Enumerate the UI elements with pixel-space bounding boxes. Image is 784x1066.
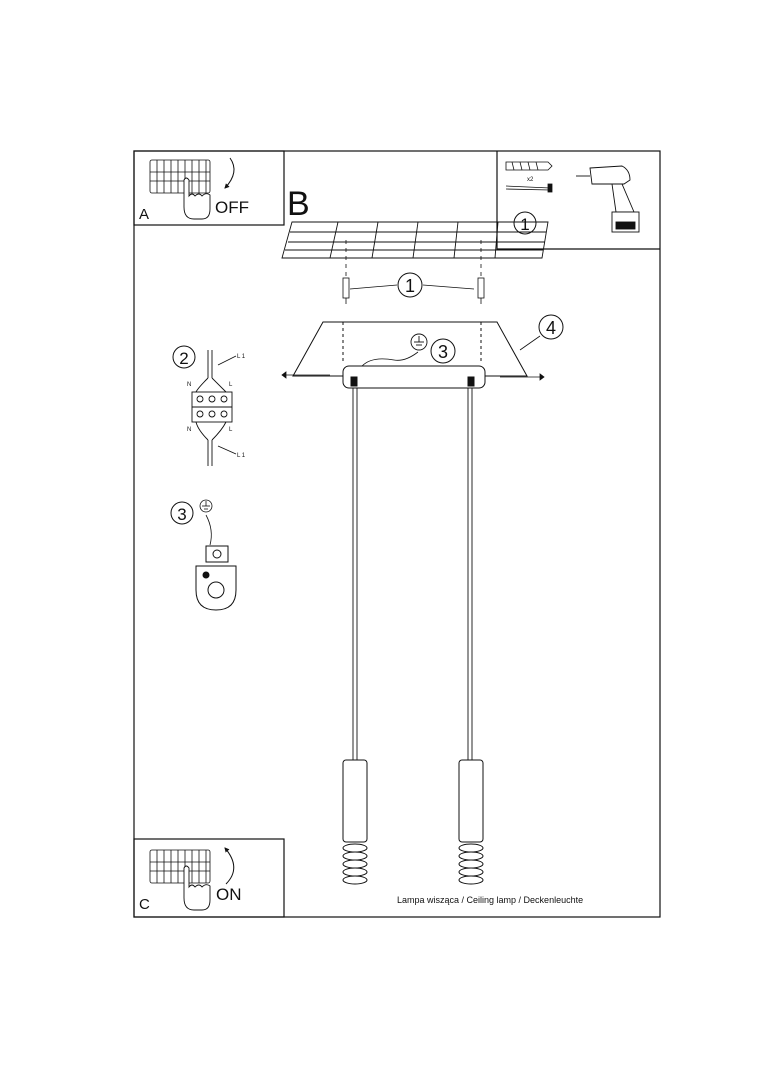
callout-4-canopy: 4 — [519, 314, 564, 351]
ground-detail: 3 — [170, 499, 237, 611]
panel-c-power-on: ON C — [133, 838, 285, 918]
screw-quantity: x2 — [527, 177, 534, 183]
suspension-cables — [352, 388, 473, 760]
callout-1-tools: 1 — [513, 211, 537, 235]
wire-label-l1-top: L 1 — [237, 354, 246, 360]
panel-a-action: OFF — [215, 198, 249, 217]
callout-1-screws: 1 — [349, 272, 475, 298]
wire-label-n-bottom: N — [187, 427, 191, 433]
wire-label-n-top: N — [187, 382, 191, 388]
callout-2-wiring: 2 — [172, 345, 196, 369]
callout-3-detail: 3 — [170, 501, 194, 525]
svg-text:3: 3 — [438, 342, 448, 362]
turn-down-arrow-icon — [224, 157, 235, 189]
svg-text:3: 3 — [177, 505, 186, 524]
fuse-box-icon — [149, 159, 211, 194]
panel-a-frame — [133, 150, 285, 226]
fixing-screws — [281, 371, 545, 381]
wire-label-l1-bottom: L 1 — [237, 453, 246, 459]
panel-c-letter: C — [139, 896, 150, 913]
svg-text:1: 1 — [405, 276, 415, 296]
svg-text:1: 1 — [520, 215, 529, 234]
svg-text:4: 4 — [546, 318, 556, 338]
panel-c-action: ON — [216, 885, 242, 904]
caption: Lampa wisząca / Ceiling lamp / Deckenleu… — [397, 895, 583, 905]
hand-icon — [183, 177, 211, 220]
drill-icon — [576, 165, 640, 233]
pendant-lamp-left — [342, 759, 368, 885]
pendant-lamp-right — [458, 759, 484, 885]
fuse-box-icon-c — [149, 849, 211, 884]
wall-plug-icon — [505, 161, 553, 171]
drill-guide-lines — [345, 240, 482, 276]
callout-3-ground: 3 — [430, 338, 456, 364]
tools-panel-frame — [496, 151, 660, 250]
wire-label-l-top: L — [229, 382, 233, 388]
ground-lead — [205, 514, 212, 546]
terminal-block-icon — [191, 350, 237, 466]
panel-a-letter: A — [139, 206, 149, 223]
mounting-screws — [342, 277, 485, 304]
ceiling-canopy — [292, 321, 528, 377]
ground-wire — [361, 351, 419, 367]
outer-frame — [133, 150, 661, 918]
wire-label-l-bottom: L — [229, 427, 233, 433]
hand-icon-c — [183, 865, 211, 911]
screw-icon — [505, 183, 553, 193]
svg-text:2: 2 — [179, 349, 188, 368]
panel-b-letter: B — [287, 185, 310, 223]
ground-symbol-small-icon — [199, 499, 213, 513]
panel-c-frame — [133, 838, 285, 918]
ceiling-grid — [281, 221, 549, 259]
mounting-bracket — [342, 365, 486, 389]
turn-up-arrow-icon — [224, 847, 235, 885]
wiring-detail: 2 L 1 N L N L L 1 — [172, 345, 246, 466]
ground-symbol-icon — [410, 333, 428, 351]
tools-panel: x2 1 — [496, 151, 660, 250]
ground-clamp-icon — [195, 545, 237, 611]
panel-a-power-off: OFF A — [133, 150, 285, 226]
